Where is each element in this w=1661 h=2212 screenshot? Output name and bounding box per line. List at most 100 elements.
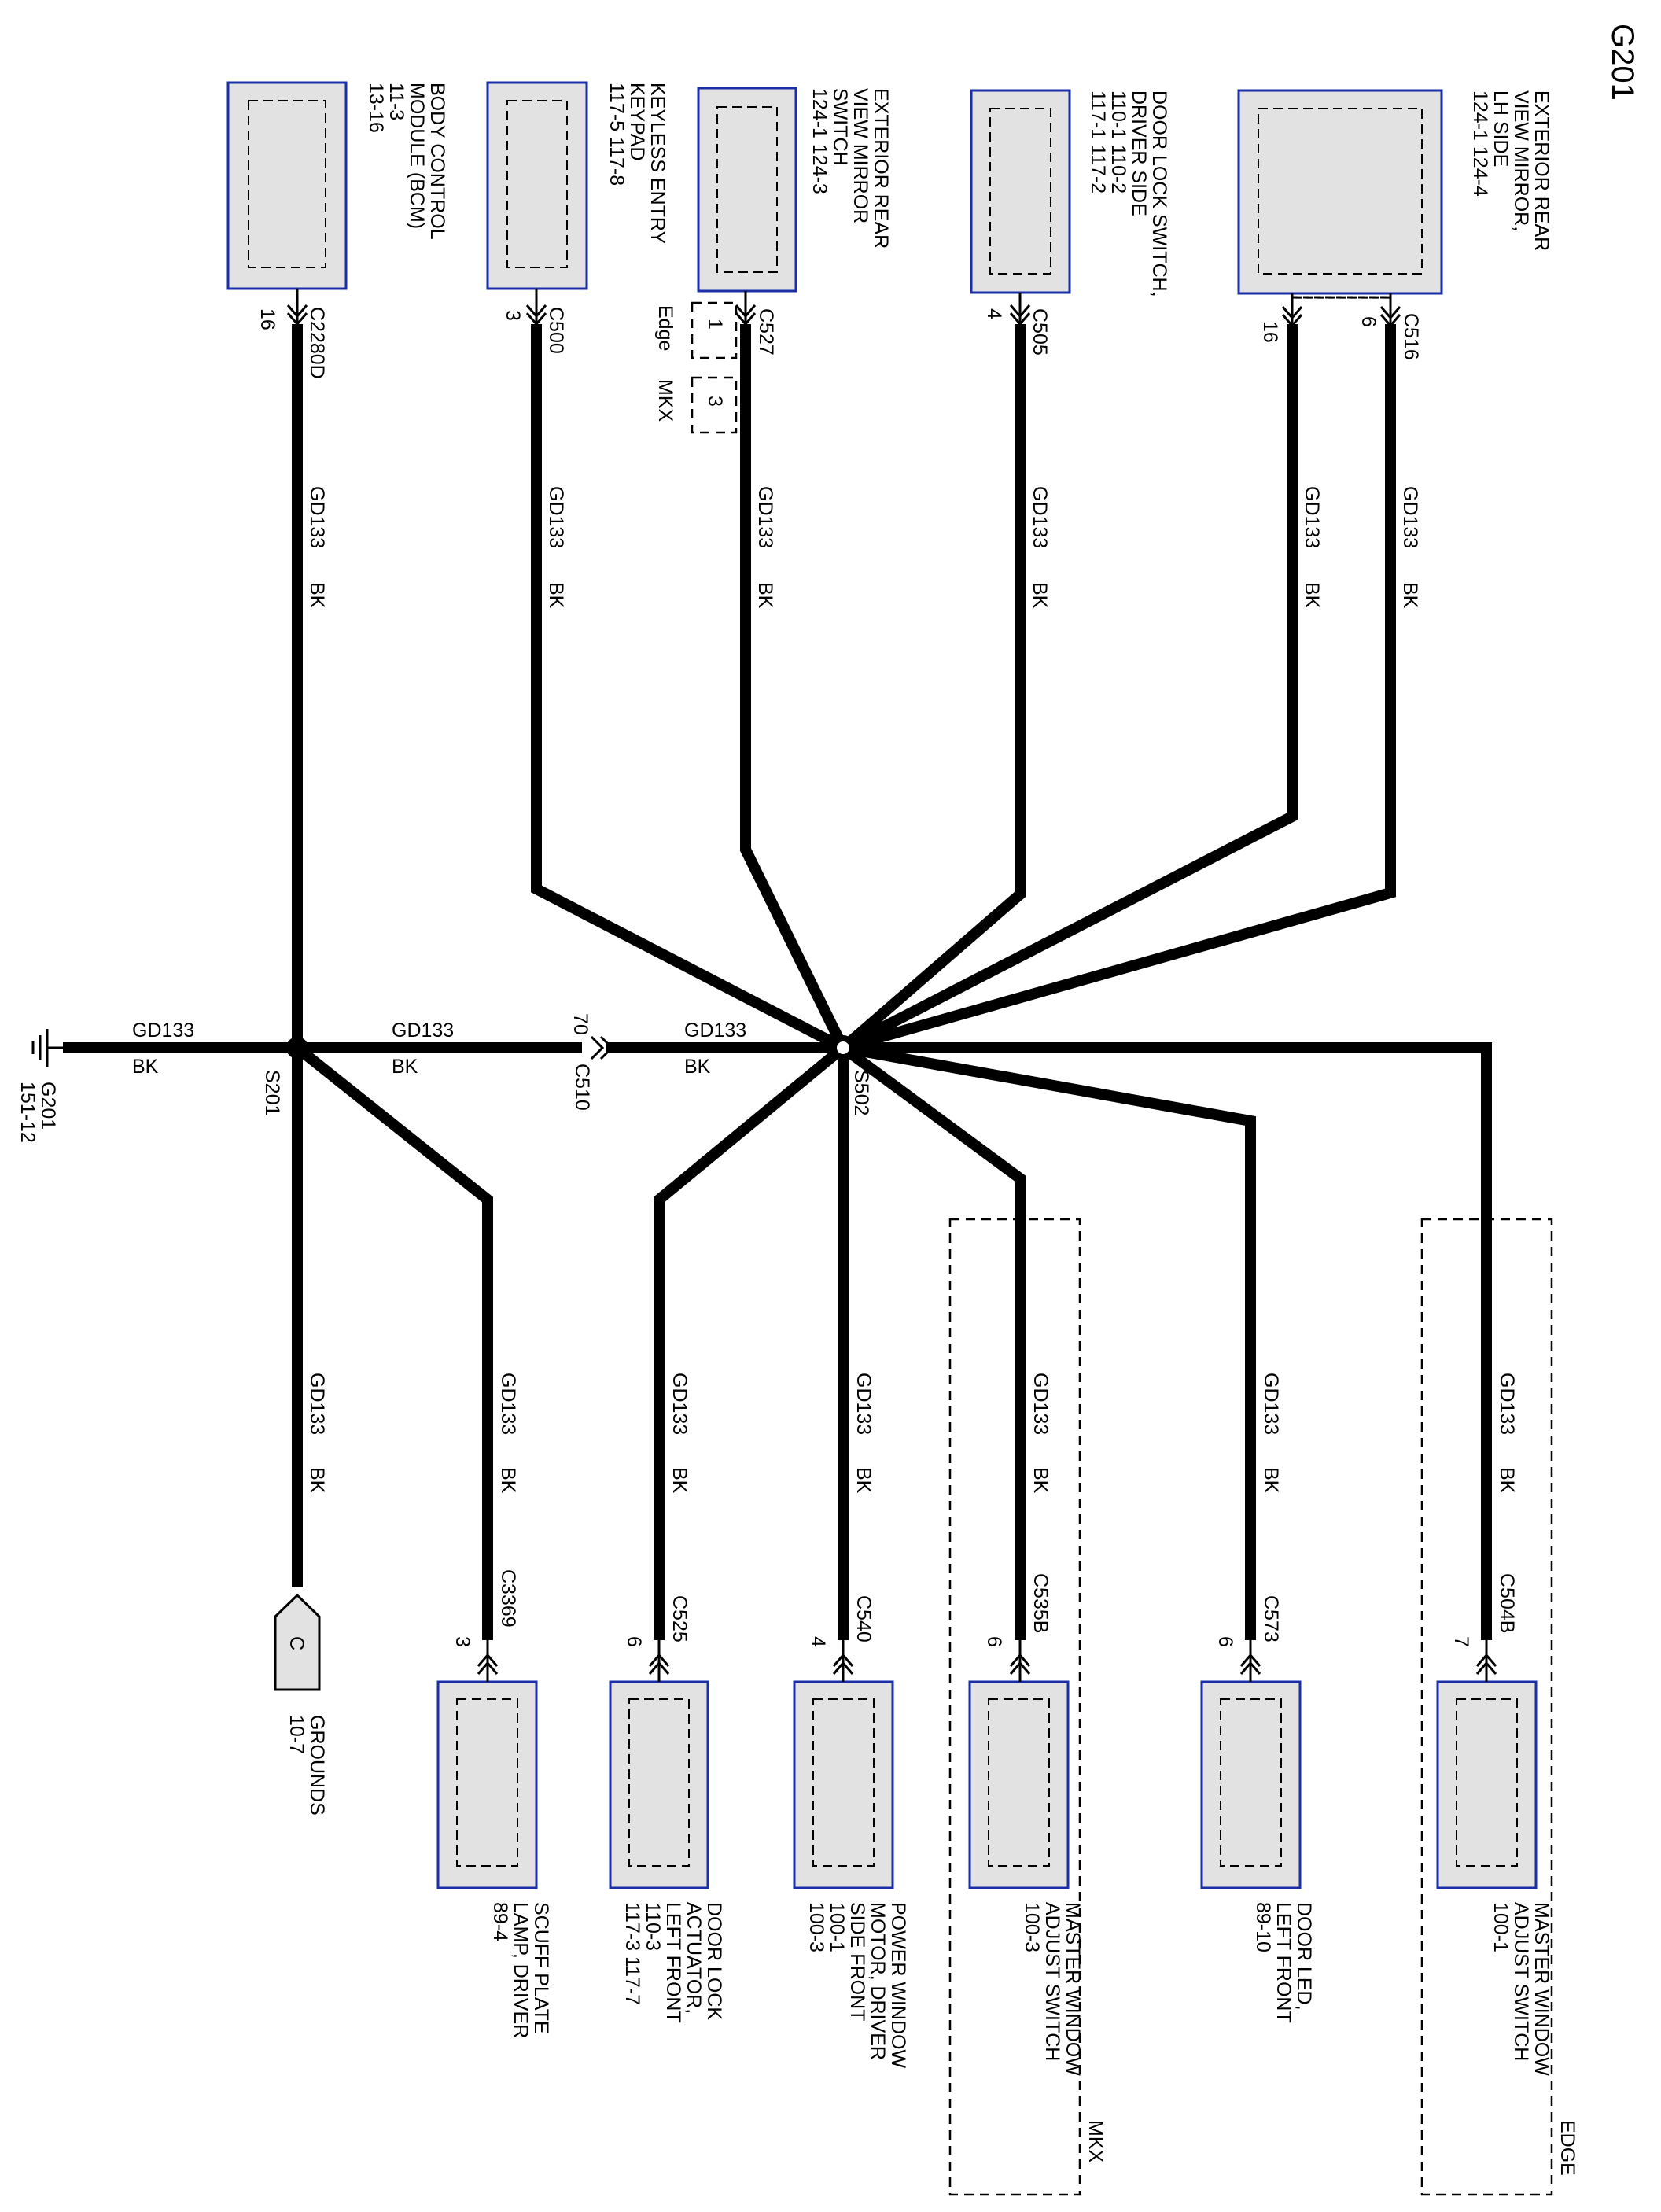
bottom-connector-arrows — [477, 1640, 1497, 1682]
splice-s502-center — [837, 1041, 849, 1054]
svg-text:GD133: GD133 — [1029, 486, 1051, 548]
master-window-edge-label: MASTER WINDOW ADJUST SWITCH 100-1 — [1490, 1902, 1552, 2076]
pin-c535b: 6 — [983, 1636, 1005, 1647]
svg-text:KEYPAD: KEYPAD — [626, 83, 648, 161]
door-led-label: DOOR LED, LEFT FRONT 89-10 — [1252, 1902, 1315, 2023]
connector-c525: C525 — [668, 1595, 691, 1642]
svg-text:GD133: GD133 — [132, 1019, 194, 1041]
door-lock-switch-box — [970, 89, 1071, 294]
mkx-pin-number: 3 — [704, 396, 726, 407]
svg-text:117-5 117-8: 117-5 117-8 — [606, 83, 628, 186]
bottom-wire-labels: GD133 BK GD133 BK GD133 BK GD133 BK GD13… — [306, 1373, 1518, 1494]
svg-text:100-3: 100-3 — [805, 1902, 827, 1952]
connector-c516: C516 — [1400, 313, 1422, 360]
svg-text:GD133: GD133 — [1399, 486, 1421, 548]
wires — [63, 324, 1492, 1640]
svg-text:GD133: GD133 — [306, 1373, 328, 1435]
ground-symbol-icon — [31, 1029, 63, 1067]
svg-text:VIEW MIRROR: VIEW MIRROR — [849, 88, 871, 223]
svg-text:GD133: GD133 — [545, 486, 567, 548]
svg-text:LEFT FRONT: LEFT FRONT — [1272, 1902, 1295, 2023]
svg-text:GD133: GD133 — [392, 1019, 454, 1041]
mkx-group-box — [948, 1218, 1081, 2196]
svg-text:EXTERIOR REAR: EXTERIOR REAR — [1530, 90, 1552, 251]
svg-text:89-10: 89-10 — [1252, 1902, 1274, 1952]
wire-master-window-mkx — [839, 1043, 1026, 1640]
pin-c2280d: 16 — [256, 308, 278, 330]
svg-text:BK: BK — [1029, 1467, 1051, 1494]
svg-text:BK: BK — [754, 582, 776, 609]
wire-keyless-entry — [531, 324, 846, 1053]
mirror-lh-box — [1237, 89, 1443, 295]
connector-c573: C573 — [1260, 1595, 1282, 1642]
svg-text:LH SIDE: LH SIDE — [1490, 90, 1512, 167]
door-lock-actuator-box — [609, 1680, 709, 1889]
connector-c505: C505 — [1029, 308, 1051, 356]
svg-text:BK: BK — [1399, 582, 1421, 609]
svg-text:BK: BK — [306, 1467, 328, 1494]
svg-text:117-1 117-2: 117-1 117-2 — [1087, 90, 1109, 194]
pin-c504b: 7 — [1450, 1636, 1472, 1647]
svg-text:VIEW MIRROR,: VIEW MIRROR, — [1510, 90, 1532, 231]
svg-text:DOOR LOCK: DOOR LOCK — [703, 1902, 725, 2020]
pin-c505: 4 — [983, 308, 1005, 319]
splice-s201-label: S201 — [261, 1070, 283, 1115]
scuff-plate-box — [436, 1680, 538, 1889]
svg-text:DRIVER SIDE: DRIVER SIDE — [1128, 90, 1150, 216]
svg-text:DOOR LED,: DOOR LED, — [1293, 1902, 1315, 2011]
mkx-tag: MKX — [654, 379, 676, 422]
pin-c516-a: 6 — [1357, 316, 1379, 327]
mirror-lh-label: EXTERIOR REAR VIEW MIRROR, LH SIDE 124-1… — [1469, 90, 1552, 251]
svg-text:GD133: GD133 — [853, 1373, 875, 1435]
svg-text:BK: BK — [1260, 1467, 1282, 1494]
pin-c500: 3 — [502, 310, 524, 321]
top-component-boxes — [226, 81, 1443, 295]
door-lock-switch-label: DOOR LOCK SWITCH, DRIVER SIDE 110-1 110-… — [1087, 90, 1170, 297]
c510-pin: 70 — [569, 1013, 591, 1035]
top-component-labels: BODY CONTROL MODULE (BCM) 11-3 13-16 KEY… — [365, 83, 1552, 297]
edge-pin-box — [691, 301, 738, 359]
edge-tag: Edge — [654, 305, 676, 351]
svg-text:BK: BK — [684, 1056, 711, 1078]
ground-label: G201 151-12 — [17, 1082, 59, 1143]
master-window-edge-box — [1436, 1680, 1538, 1889]
master-window-mkx-label: MASTER WINDOW ADJUST SWITCH 100-3 — [1021, 1902, 1084, 2076]
connector-c2280d: C2280D — [306, 307, 328, 379]
svg-text:MOTOR, DRIVER: MOTOR, DRIVER — [867, 1902, 889, 2060]
svg-text:DOOR LOCK SWITCH,: DOOR LOCK SWITCH, — [1148, 90, 1170, 297]
top-connector-arrows — [286, 289, 1401, 328]
svg-text:KEYLESS ENTRY: KEYLESS ENTRY — [646, 83, 668, 245]
keyless-entry-box — [486, 81, 588, 290]
svg-text:89-4: 89-4 — [489, 1902, 511, 1941]
top-connector-labels: C2280D 16 C500 3 C527 C505 4 C516 6 16 — [256, 307, 1422, 379]
wire-door-lock-switch — [839, 324, 1026, 1053]
pin-c525: 6 — [623, 1636, 645, 1647]
mirror-switch-label: EXTERIOR REAR VIEW MIRROR SWITCH 124-1 1… — [808, 88, 892, 249]
edge-pin-number: 1 — [704, 319, 726, 330]
trunk-wire-labels: GD133 BK GD133 BK GD133 BK — [132, 1019, 746, 1078]
svg-text:BK: BK — [1496, 1467, 1518, 1494]
svg-text:BK: BK — [306, 582, 328, 609]
wire-mirror-switch — [740, 324, 849, 1051]
svg-text:MASTER WINDOW: MASTER WINDOW — [1530, 1902, 1552, 2076]
diagram-title: G201 — [1605, 24, 1640, 101]
svg-text:ACTUATOR,: ACTUATOR, — [683, 1902, 705, 2014]
grounds-reference-icon — [274, 1593, 321, 1691]
svg-text:GD133: GD133 — [306, 486, 328, 548]
wire-mirror-lh-16 — [840, 324, 1298, 1053]
wire-door-lock-actuator — [654, 1043, 847, 1640]
svg-text:124-1 124-3: 124-1 124-3 — [808, 88, 830, 194]
svg-text:GD133: GD133 — [1301, 486, 1323, 548]
mirror-switch-box — [697, 87, 797, 293]
edge-group-label: EDGE — [1556, 2120, 1578, 2176]
svg-text:MODULE (BCM): MODULE (BCM) — [406, 83, 428, 229]
mkx-pin-box — [691, 376, 738, 434]
bcm-box — [226, 81, 348, 290]
svg-text:LEFT FRONT: LEFT FRONT — [662, 1902, 684, 2023]
svg-text:BK: BK — [1301, 582, 1323, 609]
pin-c540: 4 — [807, 1636, 829, 1647]
splice-s201 — [286, 1037, 308, 1059]
svg-text:100-1: 100-1 — [826, 1902, 848, 1952]
